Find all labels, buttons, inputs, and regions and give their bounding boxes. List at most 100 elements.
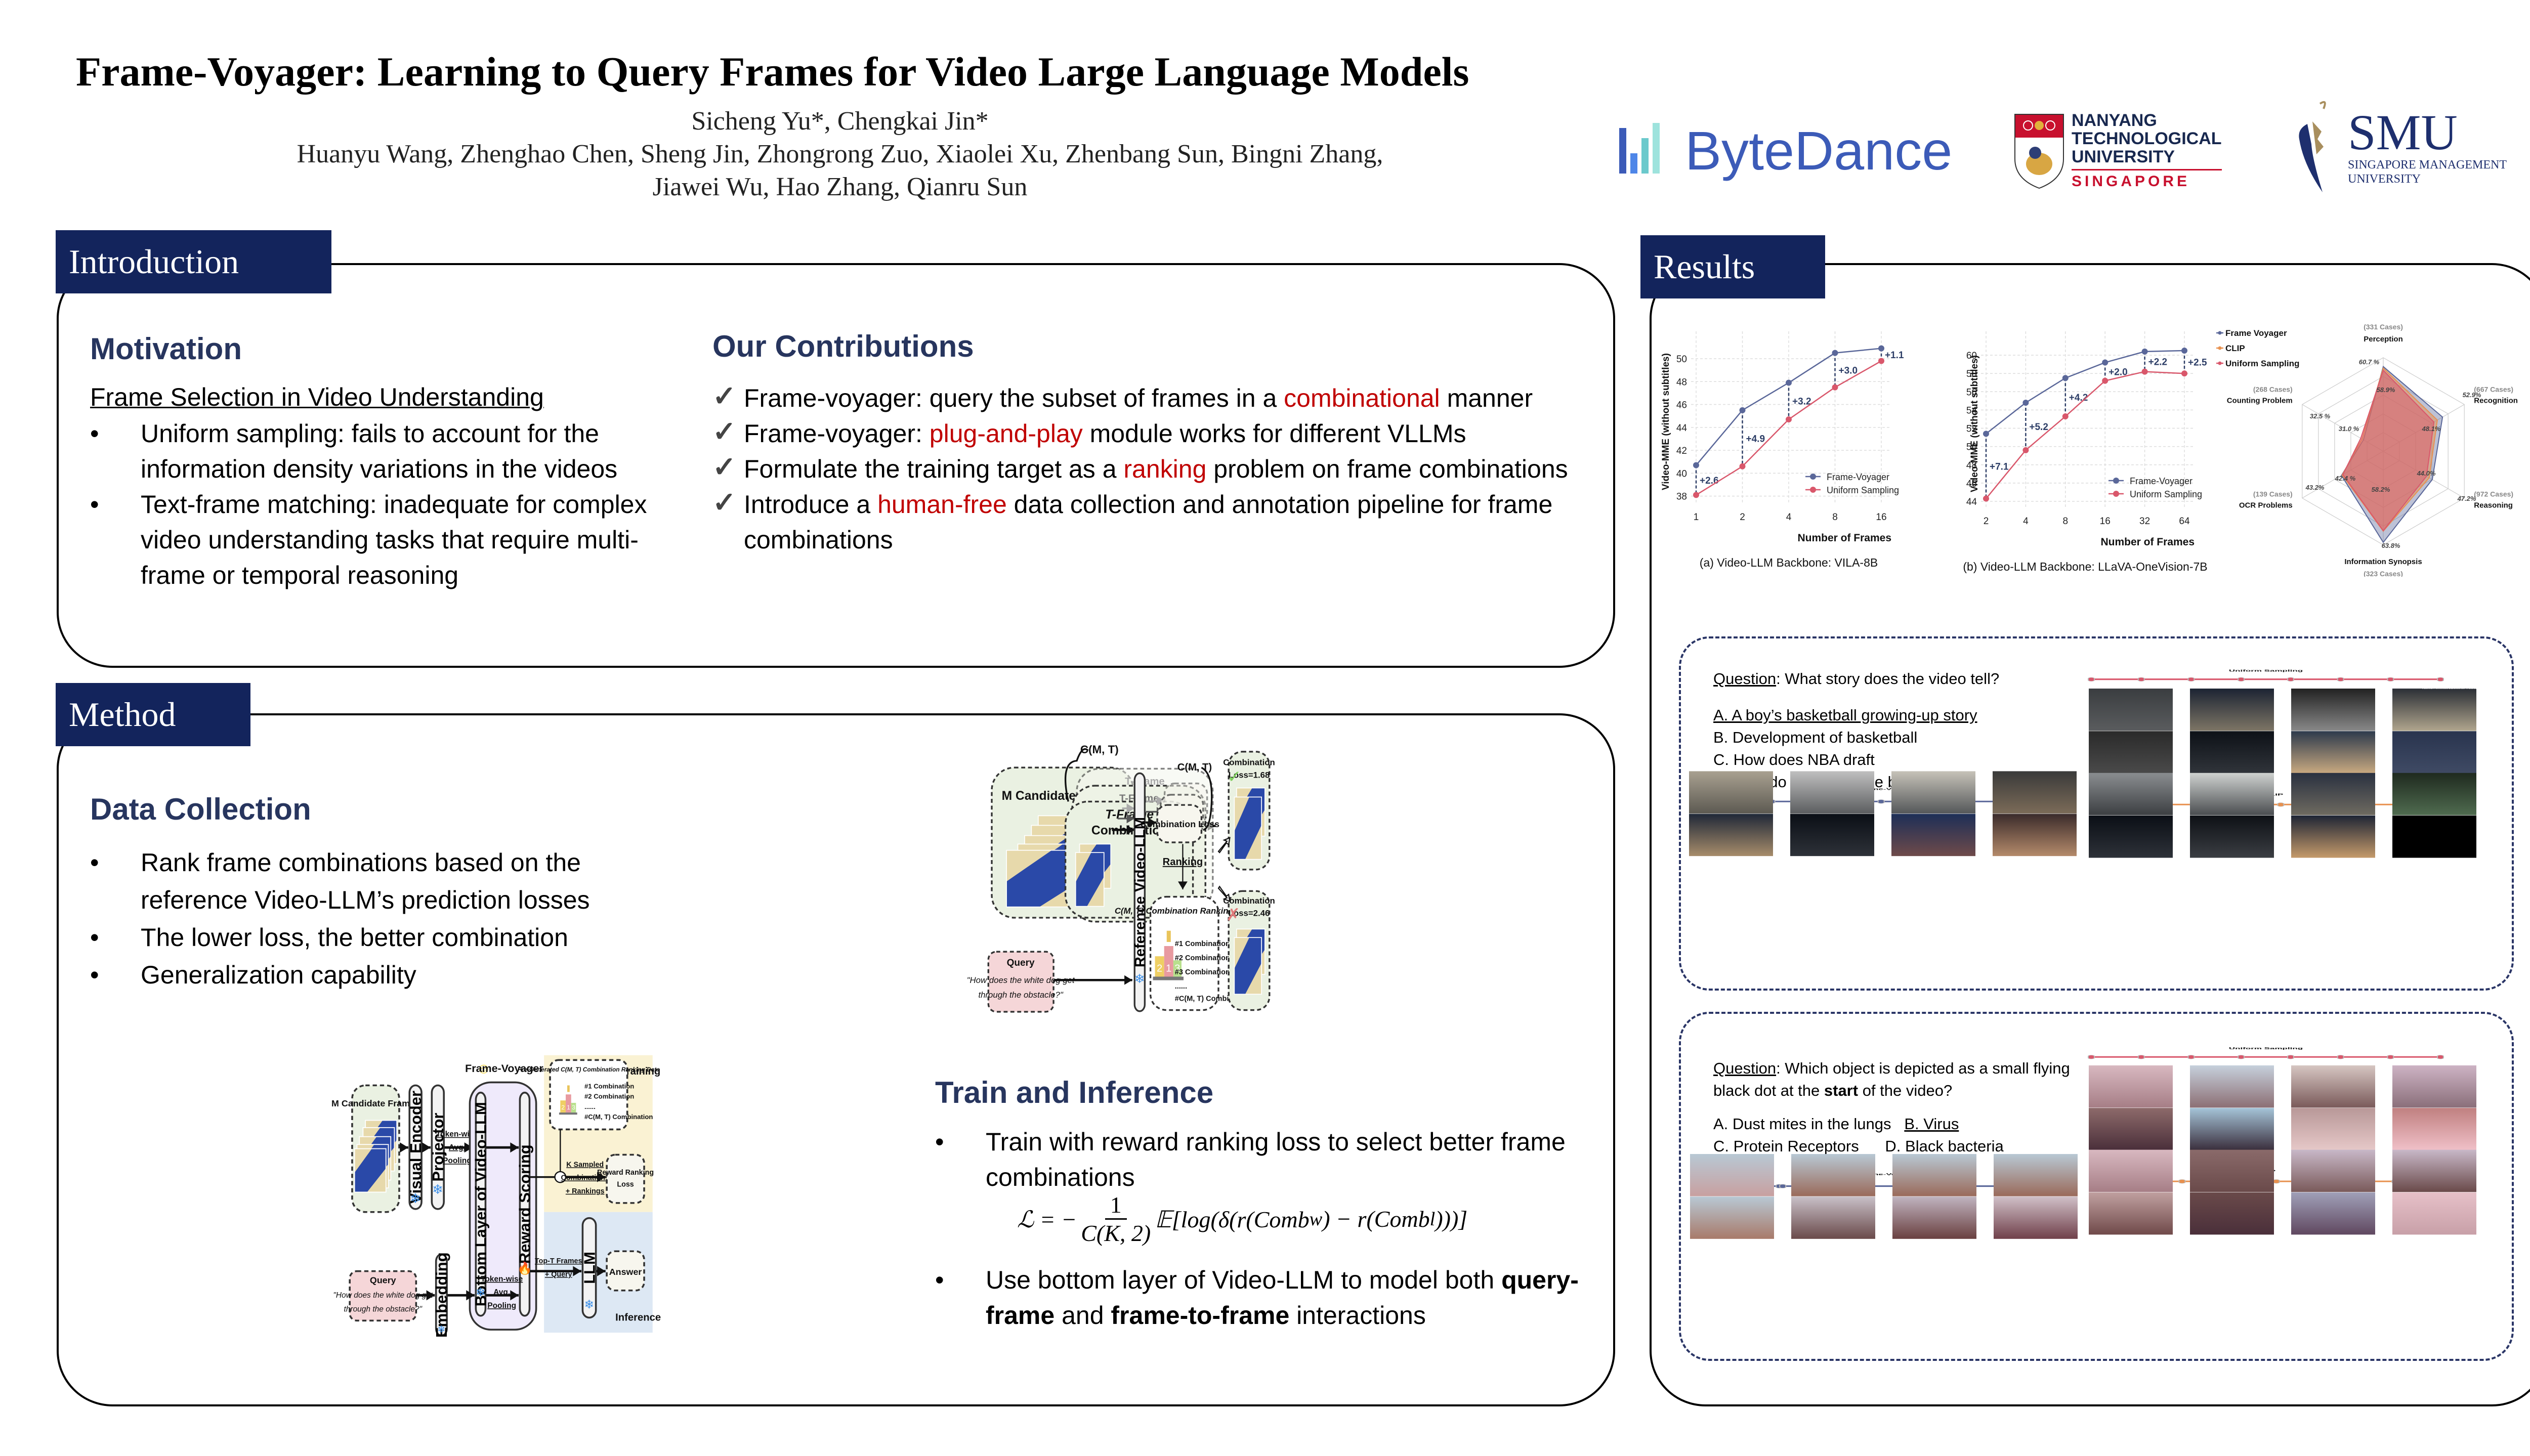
clip-frame xyxy=(2392,816,2476,858)
radar-case-count: (139 Cases) xyxy=(2253,490,2293,498)
bad-combination-title: Combination xyxy=(1223,896,1275,906)
smu-wordmark: SMU SINGAPORE MANAGEMENT UNIVERSITY xyxy=(2348,107,2507,186)
y-tick-label: 40 xyxy=(1676,468,1687,479)
contribution-text: Formulate the training target as a xyxy=(744,455,1124,483)
bytedance-logo: ByteDance xyxy=(1619,119,1952,182)
frame-voyager-frame xyxy=(1993,771,2077,813)
uniform-sampling-point xyxy=(2022,447,2029,453)
uniform-frame xyxy=(2291,689,2375,731)
frame-voyager-label: Frame-Voyager xyxy=(1858,788,1919,791)
radar-value-label: 52.9% xyxy=(2463,391,2481,399)
frame-voyager-frame xyxy=(1891,771,1975,813)
uniform-sample-marker xyxy=(2387,1055,2394,1059)
combination-loss-box xyxy=(1156,804,1203,843)
option-a-correct: A. A boy’s basketball growing-up story xyxy=(1713,704,2078,726)
query-title: Query xyxy=(370,1275,396,1285)
option-d: D. Black bacteria xyxy=(1885,1137,2004,1155)
top-t-label: + Query xyxy=(545,1270,572,1278)
tframe-thumb xyxy=(1075,852,1105,907)
uniform-timeline xyxy=(2091,678,2440,680)
ranking-arrow-head xyxy=(1178,881,1188,889)
reference-video-llm xyxy=(1133,772,1146,1012)
good-thumb xyxy=(1234,796,1262,860)
uniform-frame xyxy=(2190,689,2274,731)
cmt-label-2: C(M, T) xyxy=(1177,762,1212,773)
example-1-frames: Uniform SamplingFrame-VoyagerCLIPNIKE.CO… xyxy=(1670,637,2530,961)
contribution-item: ✓Formulate the training target as a rank… xyxy=(712,451,1583,487)
ranking-row-label: #3 Combination xyxy=(1175,968,1230,976)
ntu-wordmark: NANYANG TECHNOLOGICAL UNIVERSITY SINGAPO… xyxy=(2072,111,2222,191)
frame-voyager-sample-marker xyxy=(1877,799,1885,804)
training-label: Training xyxy=(621,1066,661,1077)
uniform-frame xyxy=(2291,1108,2375,1150)
ranking-label: Ranking xyxy=(1163,857,1203,868)
uniform-sample-marker xyxy=(2137,1055,2145,1059)
contribution-highlight: ranking xyxy=(1123,455,1207,483)
podium-first xyxy=(566,1094,571,1113)
bullet-text: interactions xyxy=(1289,1301,1426,1330)
podium-first xyxy=(1164,946,1173,977)
contribution-highlight: plug-and-play xyxy=(929,419,1083,448)
radar-axis-label: Perception xyxy=(2364,335,2403,344)
uniform-frame xyxy=(2089,731,2173,774)
reward-ranking-loss-box xyxy=(606,1153,645,1204)
snowflake-icon: ❄ xyxy=(1134,972,1145,986)
top-t-label: Top-T Frames xyxy=(535,1257,582,1265)
query-text: "How does the white dog get xyxy=(967,975,1075,985)
poster-title: Frame-Voyager: Learning to Query Frames … xyxy=(76,49,1469,95)
frame-border xyxy=(354,1148,387,1193)
formula-rhs: 𝔼[log(δ(r(Comb xyxy=(1155,1206,1310,1232)
frame-border xyxy=(1075,852,1105,907)
formula-fraction: 1 C(K, 2) xyxy=(1081,1191,1151,1247)
legend-marker xyxy=(2218,361,2222,365)
gear-to-loss-head xyxy=(597,1172,606,1182)
frame-voyager-frame xyxy=(1689,813,1773,857)
llm-to-scoring-head xyxy=(510,1142,519,1153)
motivation-subheading-text: Frame Selection in Video Understanding xyxy=(90,383,544,411)
smiley-icon: ☺ xyxy=(476,1061,491,1077)
smu-mark-icon xyxy=(2299,101,2326,192)
uniform-sampling-point xyxy=(2102,377,2109,384)
question-text: of the video? xyxy=(1858,1082,1953,1099)
inference-llm xyxy=(581,1217,597,1319)
x-tick-label: 2 xyxy=(1984,516,1989,527)
option-c: C. Protein Receptors xyxy=(1713,1137,1859,1155)
uniform-sample-marker xyxy=(2437,677,2444,681)
bullet-text: Use bottom layer of Video-LLM to model b… xyxy=(986,1266,1502,1294)
gap-annotation: +2.0 xyxy=(2109,367,2128,378)
uniform-frame xyxy=(2089,1065,2173,1108)
bottom-layer-video-llm-label: Bottom Layer of Video-LLM xyxy=(472,1102,490,1306)
reward-loss-label: Reward Ranking xyxy=(597,1169,654,1177)
clip-frame xyxy=(2392,1149,2476,1192)
formula-numerator: 1 xyxy=(1105,1191,1127,1220)
ranking-ellipsis: ...... xyxy=(1175,982,1187,991)
check-icon: ✓ xyxy=(712,486,736,518)
frame-voyager-label: Frame-Voyager xyxy=(465,1062,543,1075)
example-2-question: Question: Which object is depicted as a … xyxy=(1713,1057,2098,1102)
x-tick-label: 16 xyxy=(1876,512,1886,523)
uniform-sampling-point xyxy=(1786,416,1792,422)
method-tab: Method xyxy=(56,683,250,746)
embedding-label: Embedding xyxy=(433,1252,450,1338)
contribution-text: module works for different VLLMs xyxy=(1082,419,1466,448)
motivation-heading: Motivation xyxy=(90,332,242,366)
legend-label: Frame Voyager xyxy=(2225,328,2287,338)
reward-loss-label: Loss xyxy=(617,1181,634,1189)
query-box xyxy=(987,951,1055,1013)
podium-number: 3 xyxy=(572,1104,575,1111)
smu-acronym: SMU xyxy=(2348,104,2458,160)
frame-voyager-point xyxy=(1983,431,1989,437)
motivation-bullet: Text-frame matching: inadequate for comp… xyxy=(86,487,683,593)
frame-voyager-frame xyxy=(1892,1196,1976,1239)
clip-frame xyxy=(2089,1149,2173,1192)
embedding-to-llm-head xyxy=(466,1290,475,1301)
cmt-loop xyxy=(1064,748,1089,802)
frame-voyager-point xyxy=(2062,375,2069,381)
train-inference-bullet: Use bottom layer of Video-LLM to model b… xyxy=(931,1262,1589,1333)
clip-sample-marker xyxy=(2178,1179,2186,1184)
bottom-layer-video-llm xyxy=(475,1091,487,1317)
frame-voyager-point xyxy=(1878,345,1884,352)
gap-annotation: +7.1 xyxy=(1990,461,2009,472)
